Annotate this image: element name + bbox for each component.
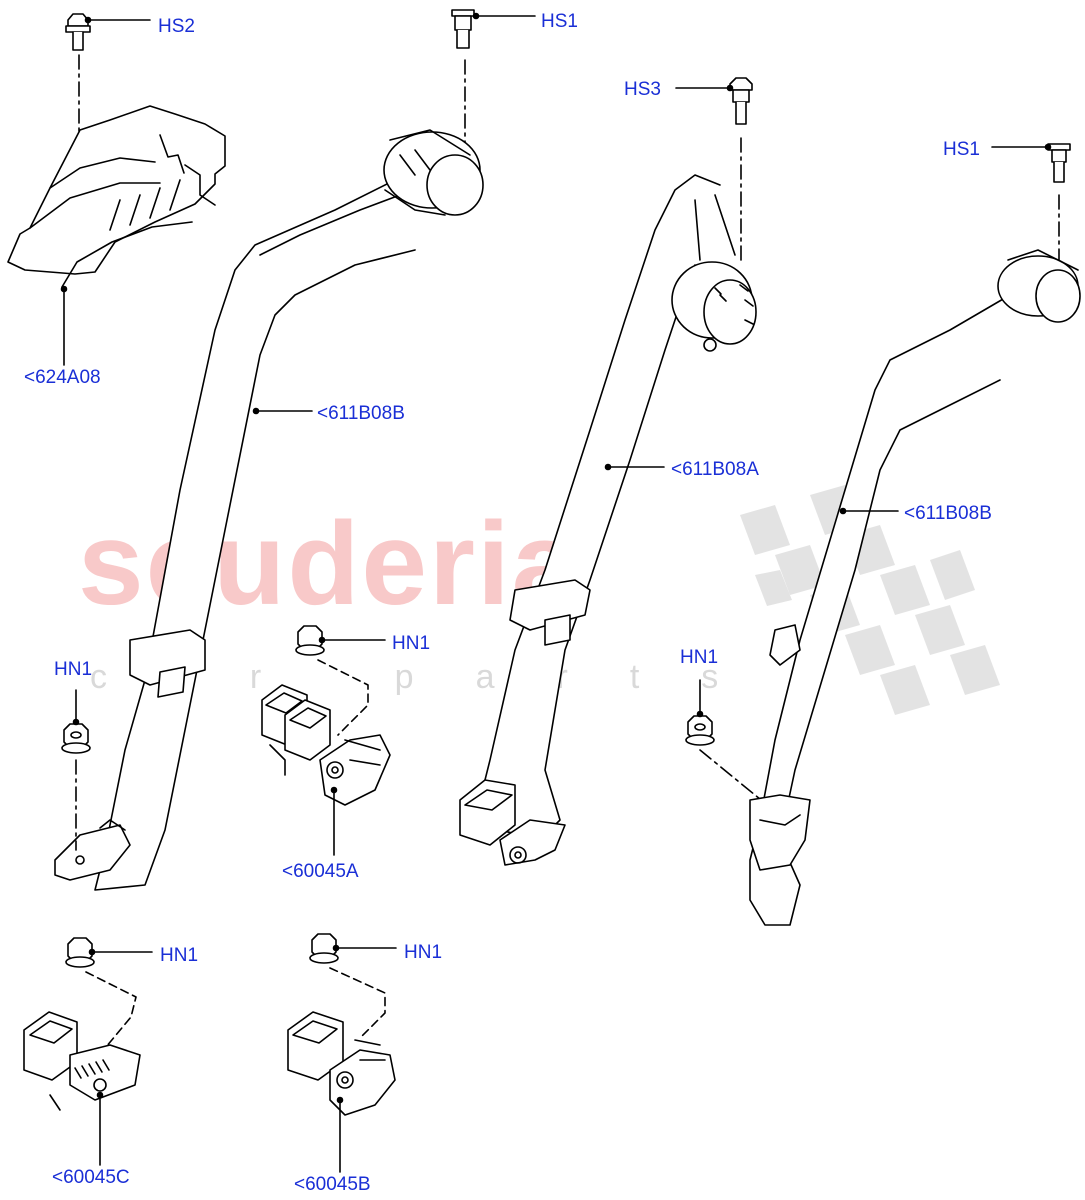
axis-hn1-bottom-left [85, 971, 137, 1048]
bolt-hs2 [65, 13, 91, 51]
label-hs1-top: HS1 [541, 11, 578, 32]
nut-hn1-left [61, 723, 91, 754]
label-hs2: HS2 [158, 16, 195, 37]
bolt-hs3 [729, 77, 753, 125]
axis-hn1-center [317, 659, 369, 736]
label-60045B: <60045B [294, 1174, 371, 1195]
label-60045C: <60045C [52, 1167, 130, 1188]
nut-hn1-right [685, 715, 715, 746]
label-hs1-right: HS1 [943, 139, 980, 160]
label-hn1-left: HN1 [54, 659, 93, 680]
buckle-60045C [23, 1011, 141, 1111]
buckle-60045B [287, 1011, 396, 1116]
label-hs3: HS3 [624, 79, 661, 100]
label-60045A: <60045A [282, 861, 359, 882]
nut-hn1-center [295, 625, 325, 656]
label-hn1-bottom-left: HN1 [160, 945, 199, 966]
bolt-hs1-right [1047, 143, 1071, 183]
seat-belt-611B08B-left [54, 129, 484, 891]
nut-hn1-bottom-left [65, 937, 95, 968]
bolt-hs1-top [451, 9, 475, 49]
axis-hn1-bottom-center [329, 967, 386, 1039]
label-hn1-bottom-center: HN1 [404, 942, 443, 963]
label-hn1-right: HN1 [680, 647, 719, 668]
buckle-60045A [261, 684, 391, 806]
seat-belt-611B08B-right [749, 249, 1081, 926]
label-611B08B-right: <611B08B [904, 503, 992, 524]
seat-belt-611B08A [459, 174, 757, 866]
trim-bracket-624A08 [7, 105, 226, 288]
nut-hn1-bottom-center [309, 933, 339, 964]
label-611B08A: <611B08A [671, 459, 759, 480]
label-624A08: <624A08 [24, 367, 101, 388]
label-611B08B-left: <611B08B [317, 403, 405, 424]
label-hn1-center: HN1 [392, 633, 431, 654]
